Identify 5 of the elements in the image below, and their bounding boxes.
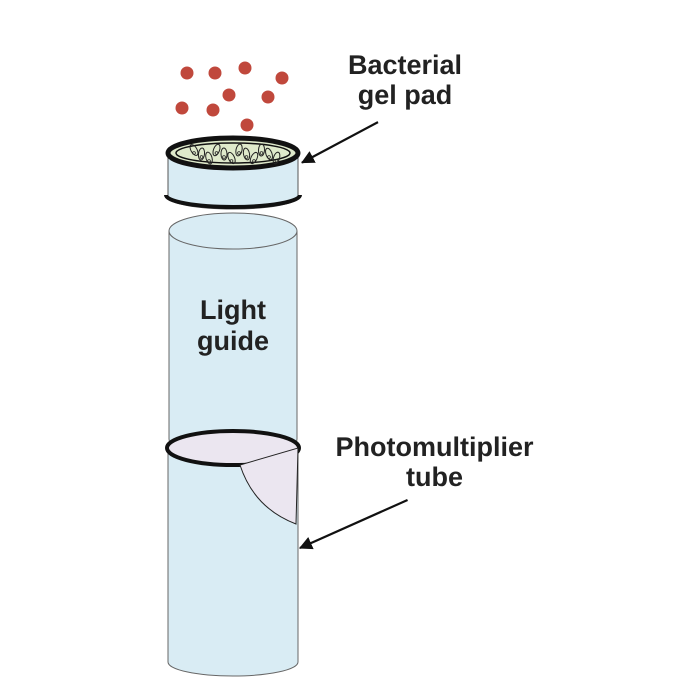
callout-label: Photomultiplier tube <box>334 432 534 492</box>
arrow <box>301 121 379 164</box>
cylinder-label: Light guide <box>196 295 270 357</box>
arrow <box>298 498 408 550</box>
callout-label: Bacterial gel pad <box>346 50 464 110</box>
